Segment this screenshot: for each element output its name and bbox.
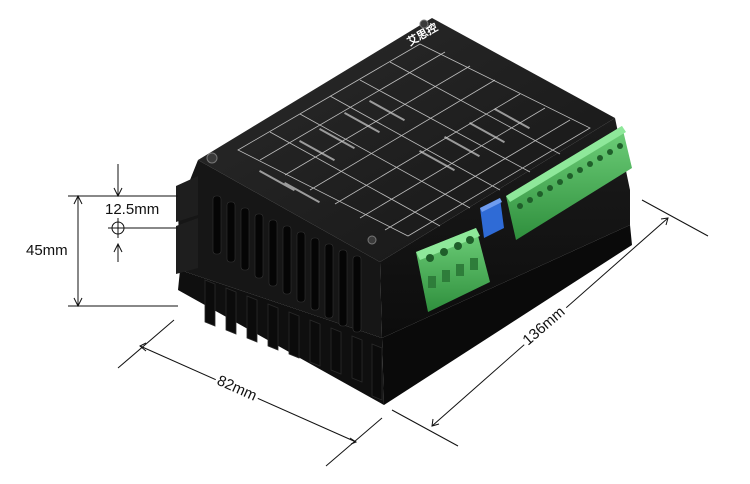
terminal-block-signal: [506, 126, 632, 240]
vent-slots: [212, 195, 362, 333]
terminal-block-power: [416, 228, 490, 312]
model-label: AQMD6010BLS: [447, 0, 533, 25]
dip-switch: [480, 198, 504, 238]
printed-label-grid: [237, 43, 591, 237]
screw-icon: [206, 152, 218, 164]
screw-icon: [419, 19, 429, 29]
heatsink-fins: [204, 279, 383, 401]
dimension-height: 45mm: [26, 242, 68, 259]
dimension-hole-offset: 12.5mm: [105, 201, 159, 218]
top-panel: [198, 18, 615, 262]
motor-driver: 艾思控 AQMD6010BLS: [176, 0, 632, 405]
screw-icon: [367, 235, 377, 245]
